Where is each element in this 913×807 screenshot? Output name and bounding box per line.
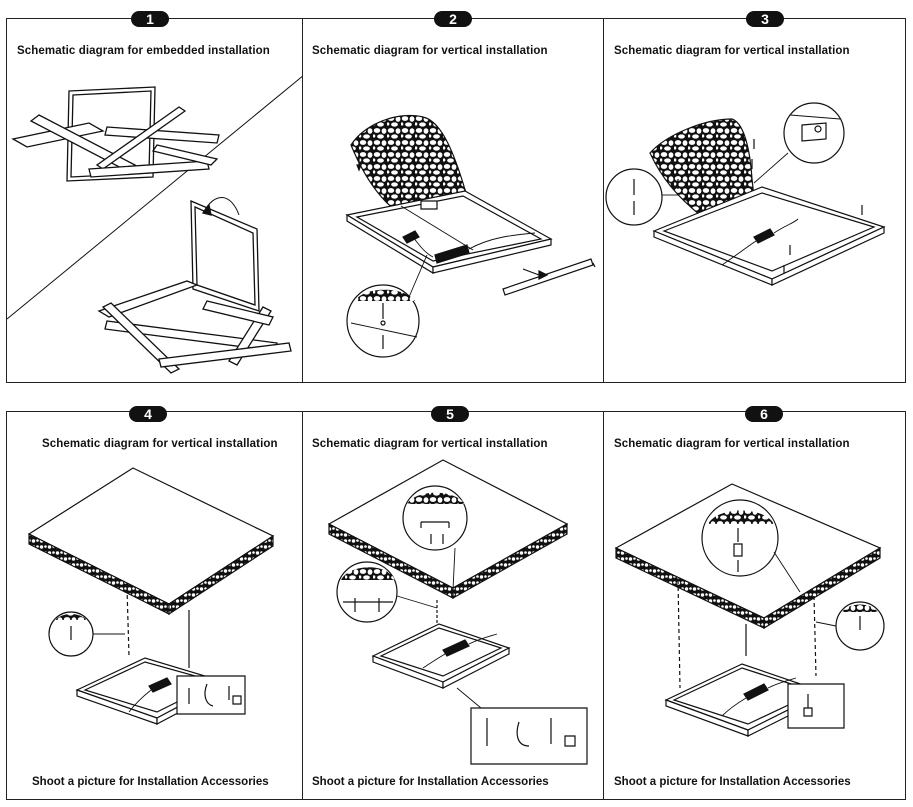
vertical-installation-step-2-diagram: [303, 19, 605, 384]
step-3-badge: 3: [746, 11, 784, 27]
step-4-badge: 4: [129, 406, 167, 422]
step-2-panel: Schematic diagram for vertical installat…: [302, 18, 604, 383]
vertical-installation-step-6-diagram: [604, 412, 907, 801]
step-5-caption: Shoot a picture for Installation Accesso…: [312, 776, 549, 788]
step-2-badge: 2: [434, 11, 472, 27]
step-5-badge: 5: [431, 406, 469, 422]
step-6-title: Schematic diagram for vertical installat…: [614, 438, 850, 450]
step-6-panel: Schematic diagram for vertical installat…: [603, 411, 906, 800]
step-1-badge: 1: [131, 11, 169, 27]
step-4-panel: Schematic diagram for vertical installat…: [6, 411, 303, 800]
step-4-caption: Shoot a picture for Installation Accesso…: [32, 776, 269, 788]
step-4-title: Schematic diagram for vertical installat…: [42, 438, 278, 450]
step-3-title: Schematic diagram for vertical installat…: [614, 45, 850, 57]
step-5-title: Schematic diagram for vertical installat…: [312, 438, 548, 450]
vertical-installation-step-4-diagram: [7, 412, 304, 801]
step-1-title: Schematic diagram for embedded installat…: [17, 45, 270, 57]
vertical-installation-step-5-diagram: [303, 412, 605, 801]
embedded-installation-diagram: [7, 19, 304, 384]
step-5-panel: Schematic diagram for vertical installat…: [302, 411, 604, 800]
step-2-title: Schematic diagram for vertical installat…: [312, 45, 548, 57]
step-6-caption: Shoot a picture for Installation Accesso…: [614, 776, 851, 788]
step-1-panel: Schematic diagram for embedded installat…: [6, 18, 303, 383]
step-6-badge: 6: [745, 406, 783, 422]
vertical-installation-step-3-diagram: [604, 19, 907, 384]
step-3-panel: Schematic diagram for vertical installat…: [603, 18, 906, 383]
